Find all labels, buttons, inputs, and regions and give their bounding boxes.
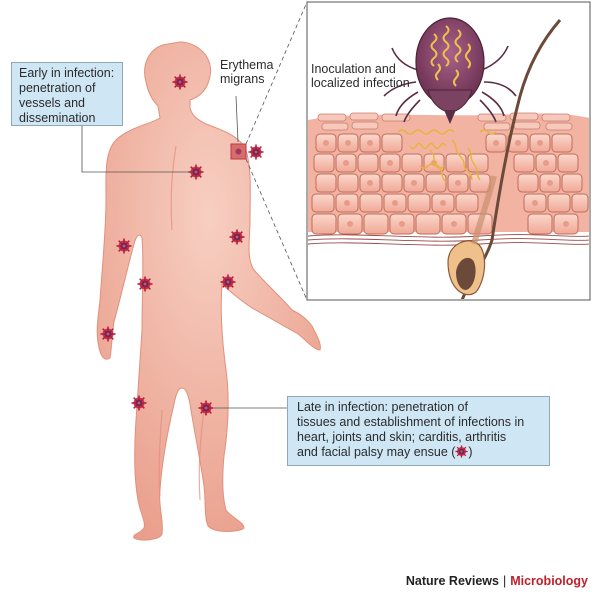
late-line-2: tissues and establishment of infections … (297, 415, 541, 430)
infection-site-icon (455, 445, 468, 458)
late-line-4-text: and facial palsy may ensue ( (297, 445, 455, 459)
inoculation-line-2: localized infection (311, 76, 421, 90)
erythema-line-2: migrans (220, 72, 290, 86)
late-line-3: heart, joints and skin; carditis, arthri… (297, 430, 541, 445)
journal-credit: Nature Reviews | Microbiology (406, 574, 588, 588)
erythema-line-1: Erythema (220, 58, 290, 72)
credit-separator: | (503, 574, 506, 588)
early-line-4: dissemination (19, 111, 116, 126)
late-line-4-suffix: ) (468, 445, 472, 459)
late-infection-callout: Late in infection: penetration of tissue… (287, 396, 550, 466)
inoculation-label: Inoculation and localized infection (311, 62, 421, 90)
early-line-1: Early in infection: (19, 66, 116, 81)
erythema-migrans-label: Erythema migrans (220, 58, 290, 86)
early-line-2: penetration of (19, 81, 116, 96)
late-line-1: Late in infection: penetration of (297, 400, 541, 415)
inoculation-line-1: Inoculation and (311, 62, 421, 76)
journal-name: Nature Reviews (406, 574, 499, 588)
early-infection-callout: Early in infection: penetration of vesse… (11, 62, 123, 126)
early-line-3: vessels and (19, 96, 116, 111)
journal-section: Microbiology (510, 574, 588, 588)
late-line-4: and facial palsy may ensue () (297, 445, 541, 460)
